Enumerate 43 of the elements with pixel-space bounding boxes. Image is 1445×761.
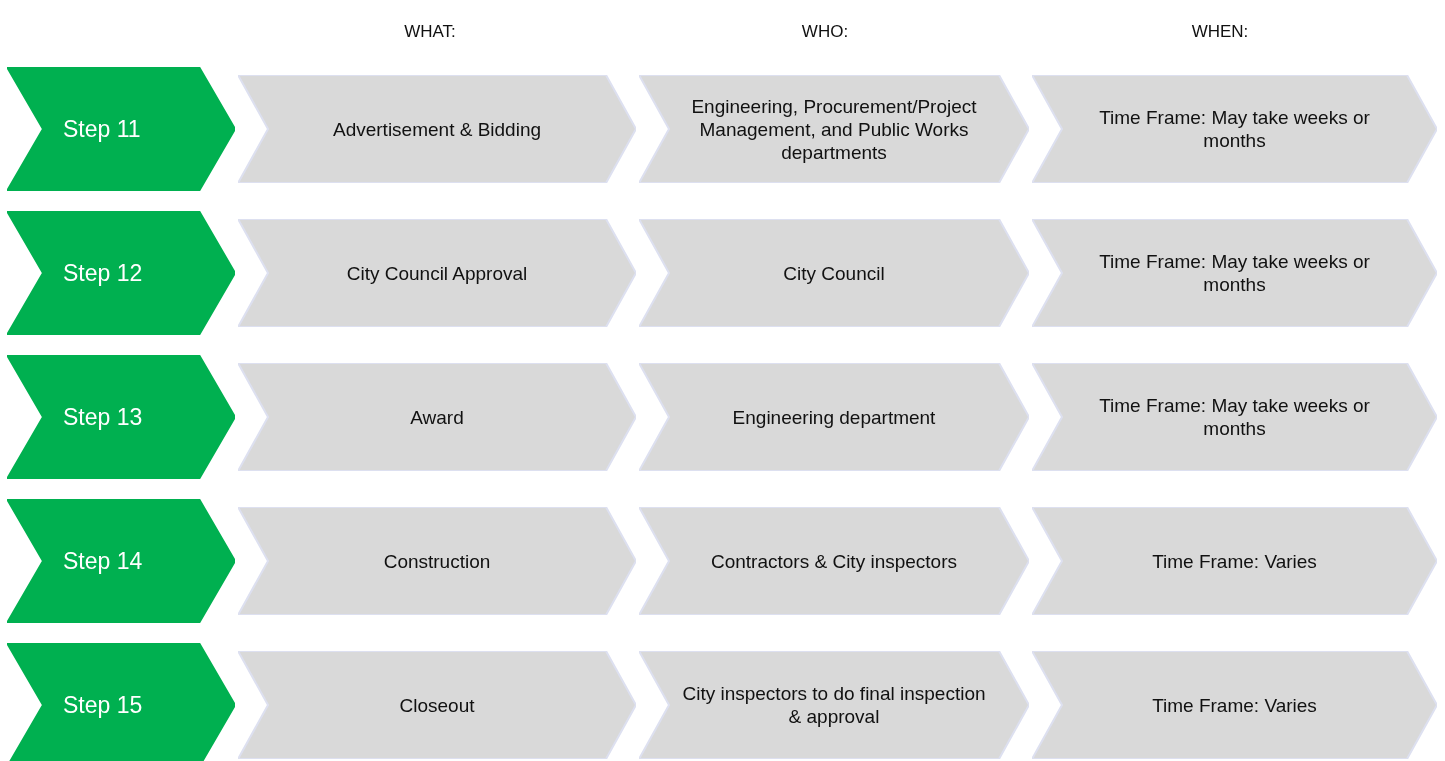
process-band	[238, 219, 636, 327]
process-text: City inspectors to do final inspection & approval	[681, 682, 987, 728]
column-header: WHAT:	[404, 22, 456, 42]
process-text: City Council Approval	[345, 261, 529, 285]
step-label: Step 15	[63, 693, 144, 717]
process-text: Contractors & City inspectors	[710, 549, 958, 573]
step-banner	[7, 499, 235, 623]
process-text: Engineering department	[731, 405, 937, 429]
process-band	[238, 363, 636, 471]
step-banner	[7, 643, 235, 761]
process-band	[1032, 363, 1437, 471]
process-text: City Council	[782, 261, 886, 285]
process-band	[639, 363, 1029, 471]
column-header: WHO:	[801, 22, 849, 42]
process-text: Time Frame: Varies	[1151, 549, 1318, 573]
process-text: Advertisement & Bidding	[331, 117, 543, 141]
step-banner	[7, 355, 235, 479]
process-text: Award	[409, 405, 465, 429]
process-band	[1032, 507, 1437, 615]
process-band	[238, 507, 636, 615]
process-band	[238, 651, 636, 759]
process-text: Engineering, Procurement/Project Management, and Public Works departments	[690, 94, 978, 164]
process-band	[639, 75, 1029, 183]
step-banner	[7, 67, 235, 191]
step-label: Step 12	[63, 261, 144, 285]
process-text: Closeout	[398, 693, 476, 717]
step-label: Step 13	[63, 405, 144, 429]
process-band	[639, 219, 1029, 327]
step-label: Step 14	[63, 549, 144, 573]
process-band	[1032, 219, 1437, 327]
process-text: Time Frame: May take weeks or months	[1098, 394, 1371, 440]
process-text: Time Frame: Varies	[1151, 693, 1318, 717]
process-text: Time Frame: May take weeks or months	[1098, 250, 1371, 296]
process-band	[639, 651, 1029, 759]
process-band	[238, 75, 636, 183]
column-header: WHEN:	[1191, 22, 1249, 42]
process-band	[639, 507, 1029, 615]
process-text: Construction	[382, 549, 492, 573]
process-text: Time Frame: May take weeks or months	[1098, 106, 1371, 152]
process-band	[1032, 651, 1437, 759]
step-banner	[7, 211, 235, 335]
process-band	[1032, 75, 1437, 183]
step-label: Step 11	[63, 117, 142, 141]
